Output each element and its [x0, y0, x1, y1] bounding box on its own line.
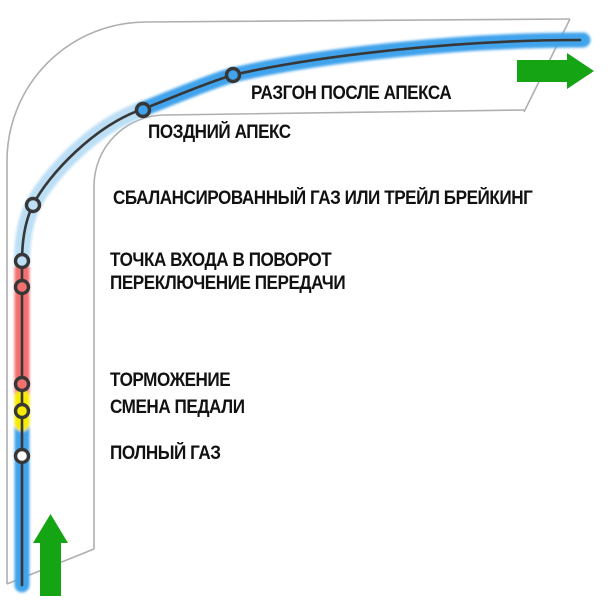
pedal-change-marker [13, 402, 31, 420]
arrow-right-icon [517, 53, 594, 89]
late-apex-marker [134, 101, 152, 119]
braking-marker [13, 375, 31, 393]
acceleration-marker [224, 66, 242, 84]
corner-entry-marker [13, 252, 31, 270]
label-gear-change: ПЕРЕКЛЮЧЕНИЕ ПЕРЕДАЧИ [110, 273, 346, 294]
track-outer-edge [6, 18, 571, 584]
track-inner-edge [93, 109, 525, 549]
label-full-throttle: ПОЛНЫЙ ГАЗ [110, 443, 221, 464]
gear-change-marker [13, 278, 31, 296]
label-corner-entry-point: ТОЧКА ВХОДА В ПОВОРОТ [110, 250, 332, 271]
full-throttle-marker [13, 447, 31, 465]
label-pedal-change: СМЕНА ПЕДАЛИ [110, 397, 245, 418]
pedal-bands [13, 32, 591, 593]
label-late-apex: ПОЗДНИЙ АПЕКС [148, 122, 291, 143]
phase-markers [13, 66, 242, 465]
label-acceleration-after-apex: РАЗГОН ПОСЛЕ АПЕКСА [251, 83, 452, 104]
arrow-up-icon [33, 514, 68, 596]
label-balanced-throttle-or-trail-braking: СБАЛАНСИРОВАННЫЙ ГАЗ ИЛИ ТРЕЙЛ БРЕЙКИНГ [113, 188, 533, 209]
label-braking: ТОРМОЖЕНИЕ [110, 370, 231, 391]
balanced-throttle-marker [24, 196, 42, 214]
